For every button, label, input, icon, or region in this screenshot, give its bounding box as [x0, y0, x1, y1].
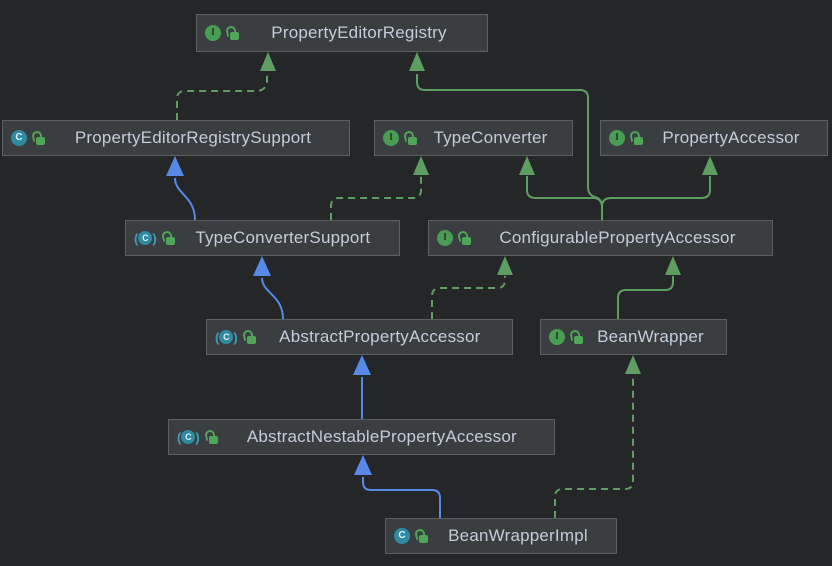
public-lock-icon — [241, 328, 256, 345]
edge-beanwrapper-extends-configurablepropertyaccessor — [617, 256, 681, 319]
edge-propertyeditorregistrysupport-implements-propertyeditorregistry — [176, 52, 276, 120]
edge-configurablepropertyaccessor-extends-typeconverter — [519, 156, 603, 220]
public-lock-icon — [457, 229, 471, 246]
edge-beanwrapperimpl-implements-beanwrapper — [554, 355, 641, 518]
node-label: PropertyAccessor — [662, 128, 800, 147]
edge-typeconvertersupport-implements-typeconverter — [330, 156, 429, 220]
edge-beanwrapperimpl-extends-abstractnestablepropertyaccessor — [354, 455, 441, 518]
public-lock-icon — [203, 428, 218, 445]
public-lock-icon — [414, 527, 428, 544]
node-icons: I — [609, 129, 643, 146]
node-configurable-property-accessor[interactable]: I ConfigurablePropertyAccessor — [428, 220, 773, 256]
public-lock-icon — [569, 328, 583, 345]
public-lock-icon — [629, 129, 643, 146]
node-property-editor-registry[interactable]: I PropertyEditorRegistry — [196, 14, 488, 52]
node-property-editor-registry-support[interactable]: C PropertyEditorRegistrySupport — [2, 120, 350, 156]
node-icons: I — [437, 229, 471, 246]
node-icons: (C) — [215, 328, 256, 345]
edge-abstractpropertyaccessor-implements-configurablepropertyaccessor — [431, 256, 513, 319]
node-bean-wrapper-impl[interactable]: C BeanWrapperImpl — [385, 518, 617, 554]
public-lock-icon — [160, 229, 175, 246]
edge-abstractpropertyaccessor-extends-typeconvertersupport — [253, 256, 284, 320]
node-label: TypeConverterSupport — [195, 228, 371, 247]
node-type-converter-support[interactable]: (C) TypeConverterSupport — [125, 220, 400, 256]
interface-icon: I — [205, 25, 221, 41]
node-icons: I — [549, 328, 583, 345]
node-label: TypeConverter — [433, 128, 548, 147]
node-icons: (C) — [134, 229, 175, 246]
interface-icon: I — [437, 230, 453, 246]
node-label: BeanWrapper — [597, 327, 704, 346]
interface-icon: I — [383, 130, 399, 146]
public-lock-icon — [403, 129, 417, 146]
edge-configurablepropertyaccessor-extends-propertyaccessor — [601, 156, 718, 220]
public-lock-icon — [225, 24, 239, 41]
node-label: AbstractNestablePropertyAccessor — [246, 427, 517, 446]
node-label: PropertyEditorRegistry — [271, 23, 447, 42]
abstract-class-icon: (C) — [215, 329, 238, 345]
class-icon: C — [11, 130, 27, 146]
edge-abstractnestablepropertyaccessor-extends-abstractpropertyaccessor — [353, 355, 371, 419]
node-icons: C — [11, 129, 45, 146]
edge-typeconvertersupport-extends-propertyeditorregistrysupport — [166, 156, 196, 221]
node-label: PropertyEditorRegistrySupport — [74, 128, 312, 147]
node-label: BeanWrapperImpl — [448, 526, 588, 545]
node-icons: C — [394, 527, 428, 544]
node-property-accessor[interactable]: I PropertyAccessor — [600, 120, 828, 156]
abstract-class-icon: (C) — [134, 230, 157, 246]
class-icon: C — [394, 528, 410, 544]
node-icons: I — [205, 24, 239, 41]
node-abstract-nestable-property-accessor[interactable]: (C) AbstractNestablePropertyAccessor — [168, 419, 555, 455]
node-abstract-property-accessor[interactable]: (C) AbstractPropertyAccessor — [206, 319, 513, 355]
abstract-class-icon: (C) — [177, 429, 200, 445]
node-label: AbstractPropertyAccessor — [279, 327, 481, 346]
public-lock-icon — [31, 129, 45, 146]
interface-icon: I — [549, 329, 565, 345]
node-icons: I — [383, 129, 417, 146]
node-label: ConfigurablePropertyAccessor — [499, 228, 736, 247]
node-bean-wrapper[interactable]: I BeanWrapper — [540, 319, 727, 355]
node-icons: (C) — [177, 428, 218, 445]
node-type-converter[interactable]: I TypeConverter — [374, 120, 573, 156]
interface-icon: I — [609, 130, 625, 146]
